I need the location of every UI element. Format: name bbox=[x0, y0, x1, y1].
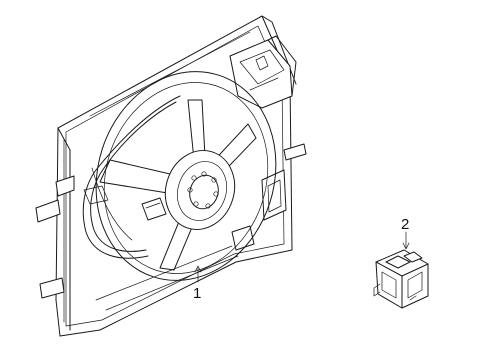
wiring-harness bbox=[82, 95, 181, 259]
resistor-module bbox=[373, 249, 429, 309]
callout-1: 1 bbox=[193, 285, 201, 302]
harness-connector bbox=[141, 197, 167, 221]
fan-shroud-assembly bbox=[35, 15, 307, 337]
fan-ring-outer bbox=[95, 71, 277, 281]
callout-2: 2 bbox=[401, 216, 409, 233]
hub-bolt-holes bbox=[187, 171, 219, 209]
